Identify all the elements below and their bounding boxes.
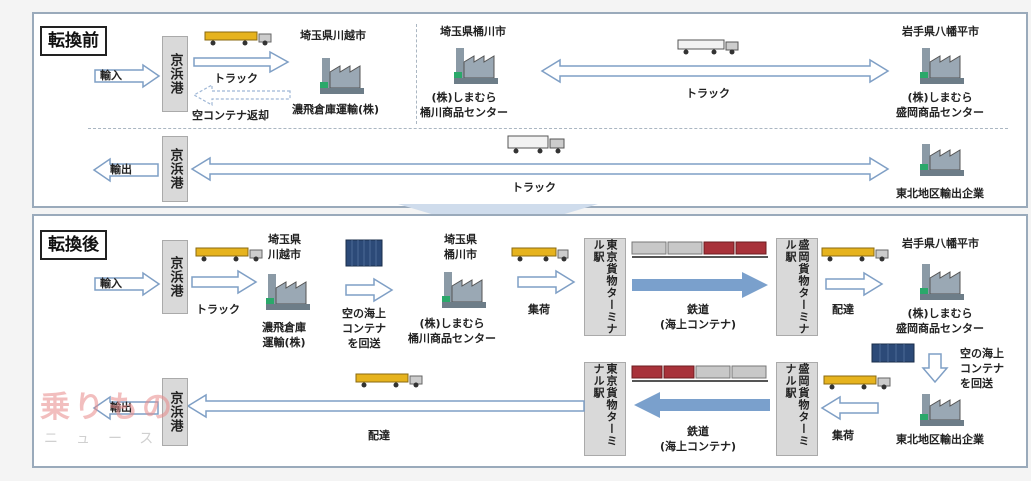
deliver-arrow xyxy=(825,271,884,297)
import-arrow xyxy=(94,271,161,297)
port-box: 京浜港 xyxy=(162,136,188,202)
truck-label-2: トラック xyxy=(686,87,730,100)
freight-train-icon xyxy=(631,365,768,382)
empty-return-label: 空コンテナ返却 xyxy=(192,109,269,122)
okegawa-center: (株)しまむら 桶川商品センター xyxy=(420,91,508,119)
truck-icon xyxy=(355,373,423,388)
import-label: 輸入 xyxy=(100,69,122,82)
kawagoe-company-after: 濃飛倉庫 運輸(株) xyxy=(262,321,306,349)
factory-icon xyxy=(454,48,498,84)
before-panel xyxy=(32,12,1028,208)
truck-icon xyxy=(821,247,889,262)
truck-double-arrow-2 xyxy=(190,156,890,182)
collect-label-1: 集荷 xyxy=(528,303,550,316)
morioka-terminal: 盛岡貨物ターミナル駅 xyxy=(776,238,818,336)
loc-okegawa-after: 埼玉県 桶川市 xyxy=(444,233,477,261)
container-icon xyxy=(345,239,383,267)
loc-okegawa: 埼玉県桶川市 xyxy=(440,25,506,38)
loc-kawagoe-after: 埼玉県 川越市 xyxy=(268,233,301,261)
tohoku-exporter: 東北地区輸出企業 xyxy=(896,187,984,200)
truck-icon xyxy=(823,375,891,390)
port-box-2: 京浜港 xyxy=(162,378,188,446)
rail-arrow-right xyxy=(632,272,768,298)
container-icon xyxy=(871,343,915,363)
rail-label-1: 鉄道 (海上コンテナ) xyxy=(660,303,737,331)
morioka-terminal-2: 盛岡貨物ターミナル駅 xyxy=(776,362,818,456)
collect-arrow xyxy=(517,269,576,295)
before-title: 転換前 xyxy=(40,26,107,56)
truck-arrow-right xyxy=(193,50,290,74)
freight-train-icon xyxy=(631,241,768,258)
export-label: 輸出 xyxy=(110,163,132,176)
tohoku-exporter-after: 東北地区輸出企業 xyxy=(896,433,984,446)
import-arrow xyxy=(94,63,161,89)
factory-icon xyxy=(920,394,964,426)
before-divider-vertical xyxy=(416,24,417,124)
port-box: 京浜港 xyxy=(162,36,188,112)
truck-double-arrow-1 xyxy=(540,58,890,84)
import-label: 輸入 xyxy=(100,277,122,290)
tokyo-terminal-2: 東京貨物ターミナル駅 xyxy=(584,362,626,456)
down-arrow xyxy=(921,353,949,384)
kawagoe-company: 濃飛倉庫運輸(株) xyxy=(292,103,380,116)
truck-icon xyxy=(507,135,565,154)
tokyo-terminal: 東京貨物ターミナル駅 xyxy=(584,238,626,336)
truck-label-1: トラック xyxy=(214,72,258,85)
port-box: 京浜港 xyxy=(162,240,188,314)
empty-sea-label: 空の海上 コンテナ を回送 xyxy=(342,307,386,350)
truck-arrow xyxy=(191,269,258,295)
empty-container-arrow xyxy=(345,277,394,303)
collect-label-2: 集荷 xyxy=(832,429,854,442)
factory-icon xyxy=(266,274,310,310)
truck-icon xyxy=(677,39,739,55)
after-title: 転換後 xyxy=(40,230,107,260)
truck-label-3: トラック xyxy=(512,181,556,194)
watermark-sub: ニュース xyxy=(44,431,172,447)
export-label-after: 輸出 xyxy=(110,401,132,414)
empty-sea-label-2: 空の海上 コンテナ を回送 xyxy=(960,347,1004,390)
morioka-center-after: (株)しまむら 盛岡商品センター xyxy=(896,307,984,335)
truck-label: トラック xyxy=(196,303,240,316)
rail-label-2: 鉄道 (海上コンテナ) xyxy=(660,425,737,453)
watermark-main: 乗りもの xyxy=(40,390,176,425)
factory-icon xyxy=(920,264,964,300)
loc-hachimantai-after: 岩手県八幡平市 xyxy=(902,237,979,250)
deliver-label-2: 配達 xyxy=(368,429,390,442)
loc-hachimantai: 岩手県八幡平市 xyxy=(902,25,979,38)
collect-arrow-left xyxy=(820,395,879,421)
factory-icon xyxy=(920,144,964,176)
truck-icon xyxy=(204,31,272,46)
export-arrow xyxy=(92,395,159,421)
export-arrow xyxy=(92,157,159,183)
factory-icon xyxy=(920,48,964,84)
rail-arrow-left xyxy=(634,392,770,418)
truck-icon xyxy=(511,247,569,262)
loc-kawagoe: 埼玉県川越市 xyxy=(300,29,366,42)
truck-icon xyxy=(195,247,263,262)
watermark-logo: 乗りもの ニュース xyxy=(40,382,220,452)
factory-icon xyxy=(320,58,364,94)
return-arrow-left xyxy=(192,83,291,107)
factory-icon xyxy=(442,272,486,308)
okegawa-center-after: (株)しまむら 桶川商品センター xyxy=(408,317,496,345)
morioka-center: (株)しまむら 盛岡商品センター xyxy=(896,91,984,119)
before-divider-horizontal xyxy=(88,128,1008,129)
deliver-label-1: 配達 xyxy=(832,303,854,316)
deliver-long-arrow-left xyxy=(186,393,585,419)
